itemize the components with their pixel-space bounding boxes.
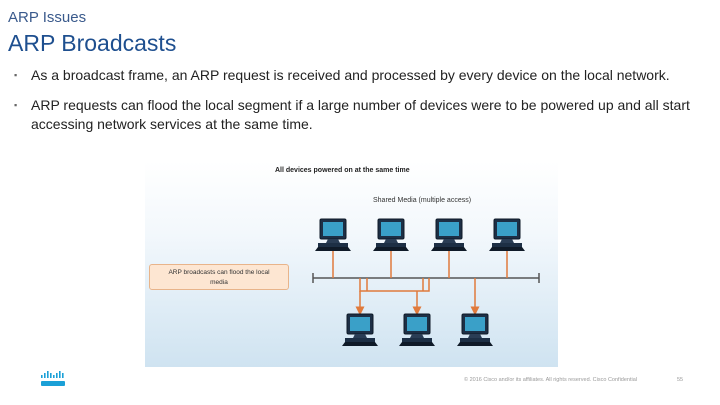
callout-line: ARP broadcasts can flood the local bbox=[168, 269, 270, 276]
bullet-text: As a broadcast frame, an ARP request is … bbox=[31, 67, 670, 83]
pc-icon bbox=[314, 218, 352, 252]
pc-icon bbox=[341, 313, 379, 347]
bullet-marker: ▪ bbox=[14, 70, 18, 80]
diagram-title: All devices powered on at the same time bbox=[275, 167, 410, 174]
diagram-caption: Shared Media (multiple access) bbox=[373, 197, 472, 204]
pc-icon bbox=[398, 313, 436, 347]
bullet-marker: ▪ bbox=[14, 100, 18, 110]
cisco-logo-icon bbox=[40, 371, 66, 392]
bullet-item: ▪ ARP requests can flood the local segme… bbox=[14, 96, 704, 134]
pc-icon bbox=[372, 218, 410, 252]
section-subtitle: ARP Issues bbox=[8, 9, 87, 26]
page-title: ARP Broadcasts bbox=[8, 30, 177, 56]
pc-icon bbox=[430, 218, 468, 252]
page-number: 55 bbox=[677, 377, 684, 383]
pc-icon bbox=[456, 313, 494, 347]
bullet-item: ▪ As a broadcast frame, an ARP request i… bbox=[14, 66, 704, 85]
arp-broadcast-diagram: All devices powered on at the same time … bbox=[145, 161, 558, 367]
network-diagram-svg bbox=[312, 218, 540, 347]
callout-box: ARP broadcasts can flood the local media bbox=[149, 264, 289, 290]
bullet-list: ▪ As a broadcast frame, an ARP request i… bbox=[14, 66, 704, 145]
footer-copyright: © 2016 Cisco and/or its affiliates. All … bbox=[464, 377, 638, 383]
bullet-text: ARP requests can flood the local segment… bbox=[31, 97, 690, 132]
callout-line: media bbox=[210, 279, 228, 286]
pc-icon bbox=[488, 218, 526, 252]
